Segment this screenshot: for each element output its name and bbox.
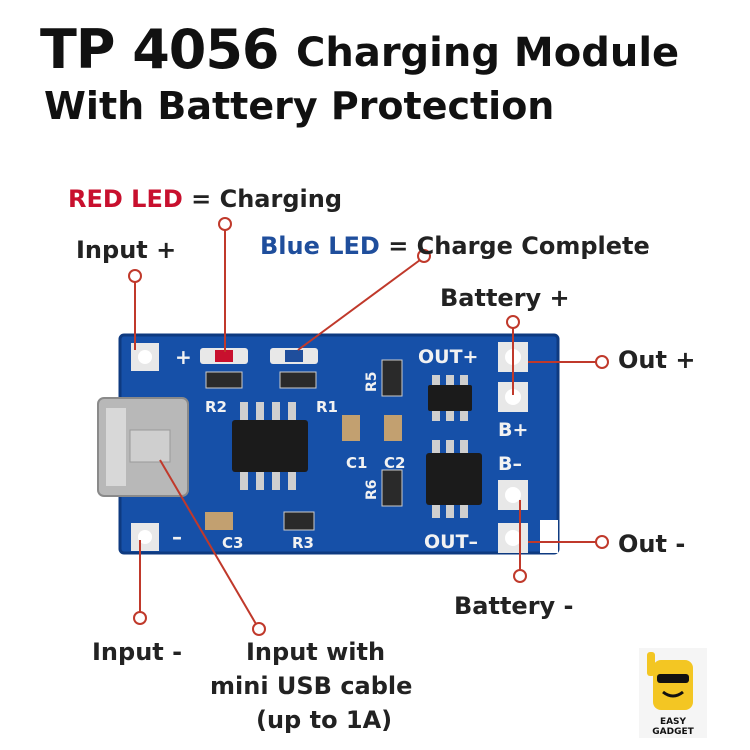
- title-line2: With Battery Protection: [44, 84, 555, 128]
- red-led-text: RED LED: [68, 185, 183, 213]
- tp4056-chip: [232, 420, 308, 472]
- resistor-r3: [283, 511, 315, 531]
- battery-minus-label: Battery -: [454, 592, 574, 620]
- leader-usb: [159, 459, 257, 625]
- easy-gadget-logo: EASY GADGET: [639, 648, 707, 738]
- battery-plus-label: Battery +: [440, 284, 570, 312]
- protection-chip-pins: [432, 440, 468, 518]
- silk-out-plus: OUT+: [418, 346, 478, 368]
- blue-led-text: Blue LED: [260, 232, 380, 260]
- resistor-r2: [205, 371, 243, 389]
- usb-port: [129, 429, 171, 463]
- silk-r3: R3: [292, 534, 314, 552]
- title-part2: Charging Module: [296, 30, 680, 76]
- blue-led-desc: = Charge Complete: [388, 232, 650, 260]
- red-led-label: RED LED = Charging: [68, 185, 342, 213]
- silk-r6: R6: [364, 479, 380, 500]
- leader-lines: [128, 217, 609, 636]
- out-plus-label: Out +: [618, 346, 696, 374]
- logo-text-line1: EASY: [660, 717, 687, 727]
- resistor-r6: [381, 469, 403, 507]
- usb-label-line2: mini USB cable: [210, 672, 413, 700]
- silk-b-plus: B+: [498, 419, 528, 441]
- red-led-desc: = Charging: [191, 185, 342, 213]
- input-minus-label: Input -: [92, 638, 183, 666]
- input-plus-label: Input +: [76, 236, 177, 264]
- tp4056-pins: [240, 402, 296, 490]
- capacitor-c2: [384, 415, 402, 441]
- usb-label-line3: (up to 1A): [256, 706, 393, 734]
- mosfet-chip: [428, 385, 472, 411]
- silk-r1: R1: [316, 398, 338, 416]
- red-led-lens: [215, 350, 233, 362]
- leader-blue-led: [297, 259, 421, 351]
- silk-c2: C2: [384, 454, 405, 472]
- capacitor-c3: [205, 512, 233, 530]
- usb-shell-highlight: [106, 408, 126, 486]
- resistor-r5: [381, 359, 403, 397]
- silk-r5: R5: [364, 371, 380, 392]
- protection-chip: [426, 453, 482, 505]
- silk-r2: R2: [205, 398, 227, 416]
- capacitor-c1: [342, 415, 360, 441]
- silk-out-minus: OUT–: [424, 531, 478, 553]
- silk-c3: C3: [222, 534, 243, 552]
- mosfet-pins: [432, 375, 468, 421]
- out-minus-label: Out -: [618, 530, 686, 558]
- silk-b-minus: B–: [498, 453, 522, 475]
- blue-led-label: Blue LED = Charge Complete: [260, 232, 650, 260]
- resistor-r1: [279, 371, 317, 389]
- silk-minus: –: [172, 525, 182, 549]
- silk-c1: C1: [346, 454, 367, 472]
- usb-label-line1: Input with: [246, 638, 386, 666]
- silk-plus: +: [175, 345, 192, 369]
- title-part1: TP 4056: [40, 18, 280, 81]
- pcb-notch: [540, 520, 558, 553]
- logo-text-line2: GADGET: [652, 727, 694, 737]
- logo-mascot-icon: EASY GADGET: [647, 652, 695, 737]
- blue-led-lens: [285, 350, 303, 362]
